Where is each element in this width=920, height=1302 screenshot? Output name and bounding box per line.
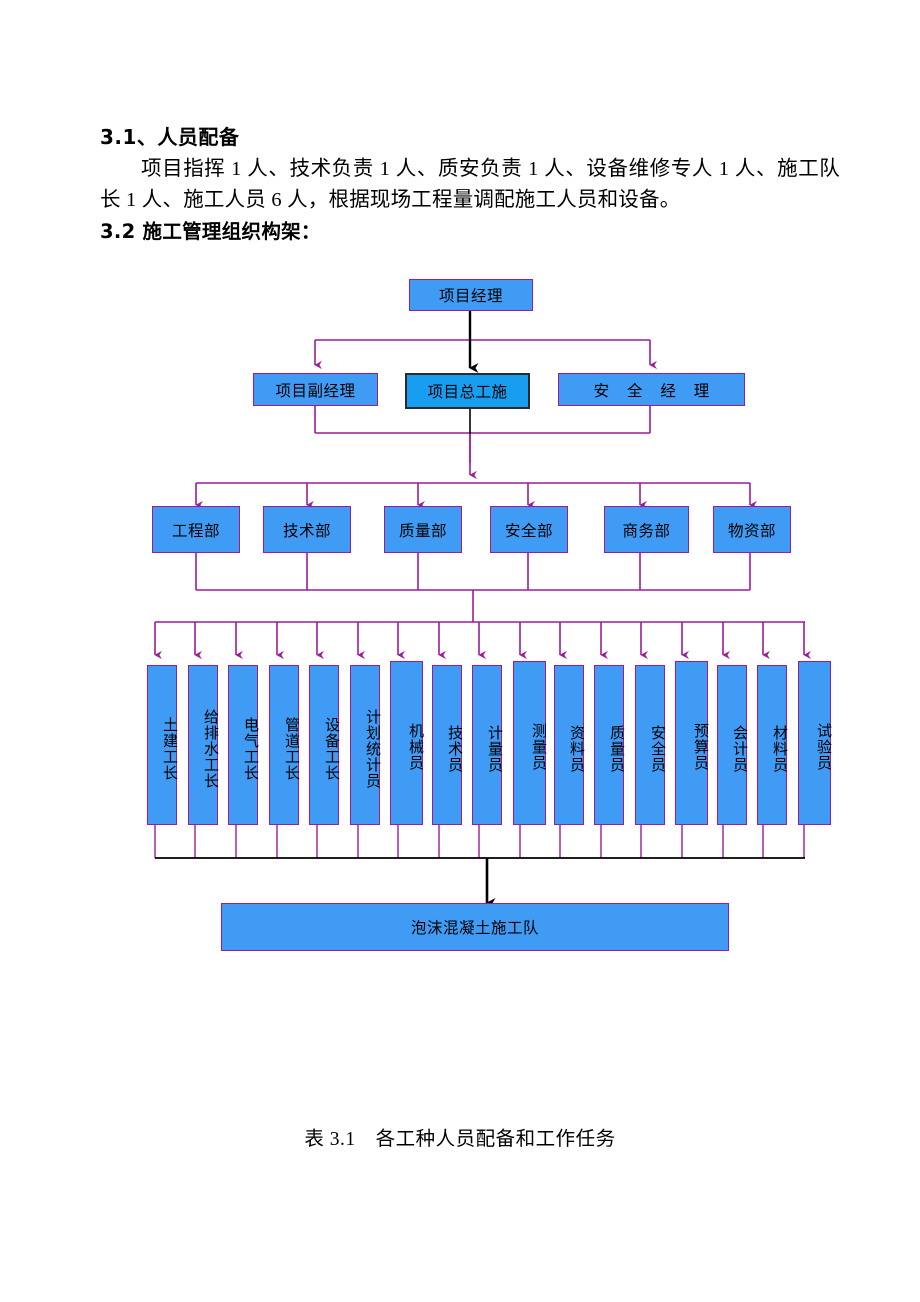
org-node-engineering-dept[interactable]: 工程部	[152, 506, 240, 553]
org-node-machinery-officer[interactable]: 机械员	[390, 661, 423, 825]
section-heading-3-2: 3.2 施工管理组织构架：	[100, 220, 321, 243]
org-node-label: 泡沫混凝土施工队	[410, 920, 539, 937]
org-node-materials-dept[interactable]: 物资部	[713, 506, 791, 553]
org-node-label: 电气工长	[242, 716, 258, 781]
org-node-label: 项目总工施	[427, 384, 508, 401]
org-node-equipment-foreman[interactable]: 设备工长	[309, 665, 339, 825]
org-node-label: 计划统计员	[364, 708, 380, 789]
org-node-label: 土建工长	[161, 716, 177, 781]
level4-merge-stubs	[154, 825, 805, 858]
org-node-label: 物资部	[727, 522, 776, 540]
org-node-label: 安全员	[649, 724, 665, 773]
org-node-label: 质量部	[398, 522, 447, 540]
org-node-label: 试验员	[815, 722, 831, 771]
document-text-block: 3.1、人员配备 项目指挥 1 人、技术负责 1 人、质安负责 1 人、设备维修…	[100, 122, 840, 247]
org-node-label: 管道工长	[283, 716, 299, 781]
org-node-budget-officer[interactable]: 预算员	[675, 661, 708, 825]
org-node-foam-concrete-crew[interactable]: 泡沫混凝土施工队	[221, 903, 729, 951]
org-node-project-manager[interactable]: 项目经理	[409, 279, 533, 311]
org-node-metering-officer[interactable]: 计量员	[472, 665, 502, 825]
table-caption: 表 3.1 各工种人员配备和工作任务	[304, 1129, 616, 1150]
org-node-label: 机械员	[407, 722, 423, 771]
org-node-commerce-dept[interactable]: 商务部	[604, 506, 689, 553]
level4-branches	[154, 622, 812, 660]
org-node-label: 材料员	[771, 724, 787, 773]
org-node-safety-officer[interactable]: 安全员	[635, 665, 665, 825]
org-node-label: 会计员	[731, 724, 747, 773]
org-node-label: 工程部	[171, 522, 220, 540]
org-node-label: 项目经理	[438, 288, 503, 305]
org-node-electrical-foreman[interactable]: 电气工长	[228, 665, 258, 825]
org-node-label: 设备工长	[323, 716, 339, 781]
org-node-label: 商务部	[622, 522, 671, 540]
section-heading-3-1: 3.1、人员配备	[100, 125, 240, 149]
org-node-document-officer[interactable]: 资料员	[554, 665, 584, 825]
org-node-safety-dept[interactable]: 安全部	[490, 506, 568, 553]
org-node-civil-foreman[interactable]: 土建工长	[147, 665, 177, 825]
org-node-label: 技术部	[282, 522, 331, 540]
org-node-quality-dept[interactable]: 质量部	[384, 506, 462, 553]
org-node-material-officer[interactable]: 材料员	[757, 665, 787, 825]
staffing-paragraph: 项目指挥 1 人、技术负责 1 人、质安负责 1 人、设备维修专人 1 人、施工…	[100, 158, 840, 211]
org-node-label: 安全部	[504, 522, 553, 540]
org-node-label: 安 全 经 理	[593, 382, 717, 400]
org-node-label: 技术员	[446, 724, 462, 773]
org-node-accountant[interactable]: 会计员	[717, 665, 747, 825]
org-node-plumbing-foreman[interactable]: 给排水工长	[188, 665, 218, 825]
org-node-testing-officer[interactable]: 试验员	[798, 661, 831, 825]
org-node-technician[interactable]: 技术员	[432, 665, 462, 825]
org-node-deputy-project-manager[interactable]: 项目副经理	[253, 373, 378, 406]
org-node-label: 项目副经理	[275, 382, 356, 400]
org-node-label: 资料员	[568, 724, 584, 773]
org-node-chief-engineer[interactable]: 项目总工施	[405, 373, 530, 409]
org-node-technical-dept[interactable]: 技术部	[263, 506, 351, 553]
dark-connectors	[155, 310, 805, 908]
org-node-pipeline-foreman[interactable]: 管道工长	[269, 665, 299, 825]
org-node-label: 预算员	[692, 722, 708, 771]
org-node-safety-manager[interactable]: 安 全 经 理	[558, 373, 745, 406]
org-node-label: 计量员	[486, 724, 502, 773]
org-node-label: 给排水工长	[202, 708, 218, 789]
org-node-quality-officer[interactable]: 质量员	[594, 665, 624, 825]
org-node-label: 质量员	[608, 724, 624, 773]
org-node-surveyor[interactable]: 测量员	[513, 661, 546, 825]
org-node-label: 测量员	[530, 722, 546, 771]
org-node-planning-statistician[interactable]: 计划统计员	[350, 665, 380, 825]
